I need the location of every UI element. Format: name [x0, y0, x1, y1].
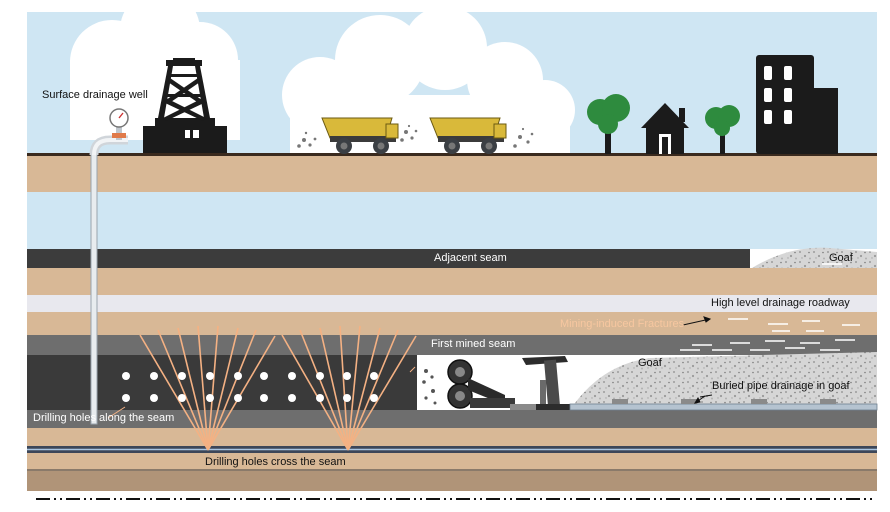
ground-surface-line	[27, 153, 877, 156]
pressure-gauge-icon	[109, 108, 129, 140]
mining-induced-fractures-label: Mining-induced Fractures	[560, 318, 685, 330]
house-icon	[641, 103, 689, 154]
rock-layer	[27, 268, 877, 295]
adjacent-seam-label: Adjacent seam	[434, 252, 507, 264]
rock-layer	[27, 312, 877, 335]
cross-seam-drill-holes	[139, 325, 417, 451]
goaf-lower-label: Goaf	[638, 357, 662, 369]
surface-drainage-well-label: Surface drainage well	[42, 89, 148, 101]
goaf-upper-label: Goaf	[829, 252, 853, 264]
fracture-marks	[680, 263, 860, 351]
building-icon	[756, 55, 838, 154]
hydraulic-support-icon	[510, 356, 574, 410]
buried-pipe	[569, 399, 878, 411]
floor-layer	[27, 410, 877, 428]
coal-seam-face	[27, 355, 417, 410]
base-line	[27, 469, 877, 471]
annotation-arrows	[107, 316, 713, 419]
drilling-derrick-icon	[143, 58, 227, 153]
dump-truck-icon	[321, 117, 399, 154]
high-level-drainage-roadway-label: High level drainage roadway	[711, 297, 850, 309]
goaf-upper-rubble	[752, 247, 877, 268]
goaf-lower-rubble	[570, 352, 877, 410]
dust-particles	[297, 124, 534, 148]
first-mined-seam	[27, 335, 877, 355]
dump-truck-icon	[429, 117, 507, 154]
along-seam-drill-holes	[122, 372, 378, 402]
soil-layer	[27, 156, 877, 192]
rock-layer	[27, 453, 877, 469]
first-mined-seam-label: First mined seam	[431, 338, 516, 350]
aquifer-layer	[27, 192, 877, 249]
drilling-cross-seam-label: Drilling holes cross the seam	[205, 456, 346, 468]
surface-well-pipe	[89, 135, 128, 425]
tree-icon	[705, 105, 740, 154]
base-rock-layer	[27, 469, 877, 491]
high-level-drainage-roadway	[27, 295, 877, 312]
drilling-along-seam-label: Drilling holes along the seam	[33, 412, 175, 424]
tree-icon	[587, 94, 630, 154]
rock-layer	[27, 428, 877, 446]
buried-pipe-drainage-label: Buried pipe drainage in goaf	[712, 380, 850, 392]
adjacent-seam	[27, 249, 750, 268]
shearer-icon	[422, 359, 515, 409]
